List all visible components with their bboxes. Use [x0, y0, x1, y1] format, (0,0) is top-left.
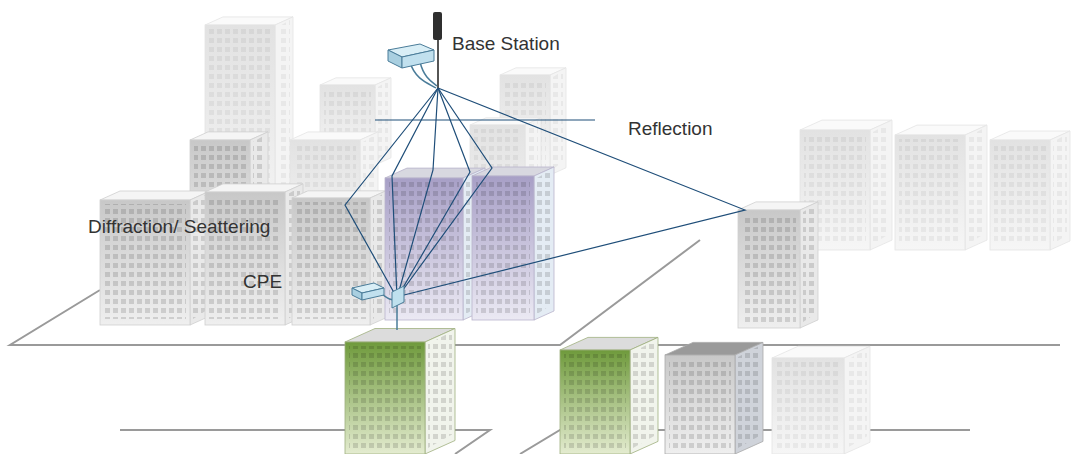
- annotation-label: Reflection: [628, 118, 713, 140]
- horizon-line: [375, 119, 595, 120]
- building-front: [292, 198, 370, 325]
- cable: [410, 62, 437, 88]
- antenna-symbol: [433, 12, 442, 40]
- building-windows: [633, 340, 655, 448]
- building-windows: [899, 139, 961, 244]
- foreground-buildings: [345, 329, 870, 454]
- building-windows: [373, 194, 383, 319]
- antenna-pole: [437, 38, 439, 90]
- building-front: [205, 192, 285, 325]
- building-windows: [803, 205, 815, 322]
- router-symbol: [388, 50, 402, 68]
- building-windows: [296, 202, 366, 319]
- propagation-paths: [345, 88, 745, 298]
- building-windows: [738, 345, 760, 448]
- building-side: [1050, 131, 1070, 250]
- ray-line: [345, 88, 438, 298]
- building-windows: [537, 170, 551, 314]
- building-front: [665, 355, 735, 454]
- cpe-box: [352, 288, 362, 300]
- building-windows: [994, 144, 1046, 244]
- cpe-antenna: [392, 286, 404, 308]
- building-front: [738, 210, 800, 328]
- building-windows: [564, 354, 626, 448]
- building-windows: [776, 362, 840, 448]
- building-windows: [742, 214, 796, 322]
- building-side: [870, 120, 892, 250]
- building-front: [345, 342, 425, 454]
- building-side: [630, 337, 658, 454]
- building-windows: [349, 346, 421, 448]
- annotation-label: Diffraction/ Seattering: [88, 216, 270, 238]
- building-windows: [669, 359, 731, 448]
- ray-line: [397, 88, 438, 298]
- annotation-label: Base Station: [452, 33, 560, 55]
- building-front: [772, 358, 844, 454]
- building-windows: [968, 128, 984, 244]
- building-front: [560, 350, 630, 454]
- building-windows: [476, 180, 530, 314]
- building-side: [550, 68, 566, 175]
- reflection-ray: [400, 88, 745, 296]
- building-front: [385, 178, 463, 320]
- cpe-box: [362, 288, 384, 300]
- building-front: [895, 135, 965, 250]
- building-windows: [873, 123, 889, 244]
- building-front: [990, 140, 1050, 250]
- building-windows: [428, 332, 452, 449]
- building-side: [965, 125, 987, 250]
- building-side: [735, 342, 763, 454]
- building-side: [370, 191, 386, 325]
- cpe-equipment: [352, 283, 404, 330]
- base-station-equipment: [388, 12, 442, 90]
- building-windows: [1053, 134, 1067, 244]
- building-windows: [847, 349, 867, 448]
- building-side: [800, 202, 818, 328]
- building-front: [472, 176, 534, 320]
- ray-line: [397, 88, 492, 298]
- building-side: [844, 346, 870, 454]
- annotation-label: CPE: [243, 271, 282, 293]
- building-side: [534, 167, 554, 320]
- building-side: [425, 329, 455, 454]
- router-symbol: [402, 50, 434, 68]
- building-windows: [209, 196, 281, 319]
